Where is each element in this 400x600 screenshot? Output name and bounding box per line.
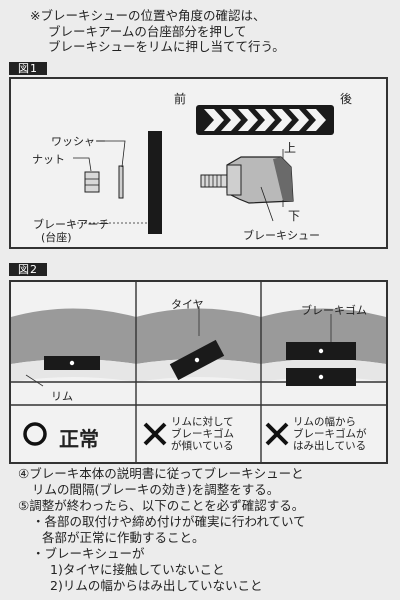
ok-circle-icon [23,422,47,446]
step5-line2: ・各部の取付けや締め付けが確実に行われていて [32,514,306,529]
nut-shape [84,171,100,193]
note-line-2: ブレーキアームの台座部分を押して [48,23,247,39]
arch-label: ブレーキアーチ [33,218,110,231]
ng-protruding-text: リムの幅から ブレーキゴムが はみ出している [293,416,367,452]
figure2-label: 図2 [9,263,47,276]
steps-text: ④ブレーキ本体の説明書に従ってブレーキシューと リムの間隔(ブレーキの効き)を調… [18,466,396,594]
lower-label: 下 [288,209,301,223]
figure2-panel: タイヤ ブレーキゴム リム 正常 リムに対して ブレーキゴム が傾いている リム… [9,280,388,464]
step5-line3: 各部が正常に作動すること。 [42,530,205,545]
step5-line6: 2)リムの幅からはみ出していないこと [50,578,263,593]
ok-label: 正常 [59,427,99,451]
direction-arrow-band [196,105,334,135]
tire-label: タイヤ [171,298,204,311]
bolt-shape [200,174,228,188]
step5-line4: ・ブレーキシューが [32,546,145,561]
panel-protruding [261,308,386,386]
figure1-illustration [73,105,334,234]
figure2-illustration [11,282,386,462]
rear-label: 後 [340,92,353,106]
figure1-label: 図1 [9,62,47,75]
front-label: 前 [174,92,187,106]
step4-line2: リムの間隔(ブレーキの効き)を調整をする。 [32,482,280,497]
arch-sub-label: (台座) [41,231,72,244]
note-line-1: ※ブレーキシューの位置や角度の確認は、 [30,8,266,23]
ng-tilted-text: リムに対して ブレーキゴム が傾いている [171,416,234,452]
figure1-panel: 前 後 ワッシャー ナット 上 下 ブレーキアーチ (台座) ブレーキシュー [9,77,388,249]
washer-label: ワッシャー [51,135,106,148]
step4-line1: ④ブレーキ本体の説明書に従ってブレーキシューと [18,466,304,481]
rubber-label: ブレーキゴム [301,304,367,317]
nut-label: ナット [32,153,65,166]
panel-normal [11,308,136,387]
top-note: ※ブレーキシューの位置や角度の確認は、 ブレーキアームの台座部分を押して ブレー… [30,8,390,55]
arch-plate [148,131,162,234]
rim-label: リム [51,390,73,403]
ng-cross-icon-1 [143,422,167,446]
brake-shoe-shape [226,156,294,204]
note-line-3: ブレーキシューをリムに押し当てて行う。 [48,39,285,54]
shoe-label: ブレーキシュー [243,229,320,242]
ng-cross-icon-2 [265,422,289,446]
washer-shape [118,165,124,199]
upper-label: 上 [284,141,297,155]
step5-line1: ⑤調整が終わったら、以下のことを必ず確認する。 [18,498,305,513]
panel-tilted [136,306,261,383]
step5-line5: 1)タイヤに接触していないこと [50,562,225,577]
